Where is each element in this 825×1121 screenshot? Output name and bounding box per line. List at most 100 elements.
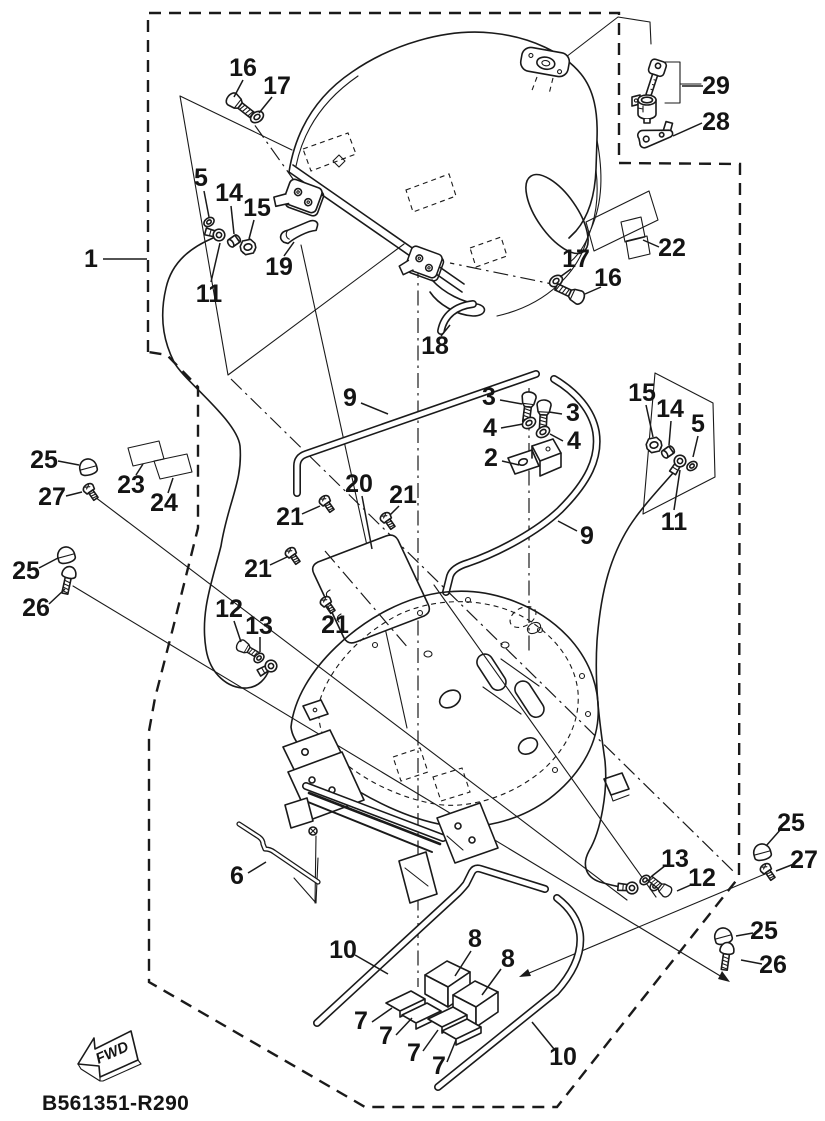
callout-leader-7 bbox=[395, 1017, 413, 1036]
callout-21: 21 bbox=[276, 503, 304, 531]
callout-13: 13 bbox=[661, 845, 689, 873]
callout-8: 8 bbox=[468, 925, 482, 953]
diagram-boundary bbox=[146, 11, 742, 1109]
trim-strip-6 bbox=[236, 821, 321, 885]
callout-12: 12 bbox=[688, 864, 716, 892]
screw-21 bbox=[316, 492, 338, 515]
callout-11: 11 bbox=[196, 280, 223, 308]
callout-leader-19 bbox=[283, 241, 295, 257]
callout-29: 29 bbox=[702, 72, 730, 100]
callout-leader-26 bbox=[48, 588, 66, 605]
callout-10: 10 bbox=[549, 1043, 577, 1071]
callout-22: 22 bbox=[658, 234, 686, 262]
callout-leader-4 bbox=[500, 423, 524, 429]
washer-5 bbox=[684, 458, 700, 474]
screw-27 bbox=[757, 860, 779, 883]
callout-24: 24 bbox=[150, 489, 178, 517]
callout-leader-14 bbox=[668, 420, 672, 446]
lock-cylinder-29 bbox=[631, 94, 657, 124]
trim-10-right bbox=[434, 894, 585, 1091]
carrier-pipe-9-right bbox=[442, 375, 601, 596]
callout-10: 10 bbox=[329, 936, 357, 964]
sticker-22 bbox=[625, 235, 651, 260]
bracket-2-assembly bbox=[507, 390, 562, 477]
callout-25: 25 bbox=[12, 557, 40, 585]
callout-leader-21 bbox=[389, 505, 400, 516]
callout-14: 14 bbox=[656, 395, 684, 423]
seat-carrier-bracket bbox=[282, 729, 499, 904]
callout-leader-15 bbox=[248, 219, 255, 240]
seat-hook-19 bbox=[279, 219, 319, 245]
callout-leader-7 bbox=[422, 1029, 439, 1052]
construction-lines bbox=[72, 16, 766, 987]
callout-4: 4 bbox=[483, 414, 497, 442]
bolt-26 bbox=[57, 564, 79, 596]
trim-10-left bbox=[313, 864, 549, 1027]
tank-lock-plate bbox=[519, 46, 571, 78]
callout-leader-7 bbox=[371, 1007, 393, 1023]
callout-leader-9 bbox=[557, 520, 578, 532]
key-29 bbox=[645, 58, 668, 99]
callout-leader-20 bbox=[361, 495, 373, 550]
callout-leader-22 bbox=[642, 239, 660, 248]
lock-cable-11-left bbox=[161, 224, 280, 689]
callout-5: 5 bbox=[691, 410, 705, 438]
callout-3: 3 bbox=[566, 399, 580, 427]
callout-21: 21 bbox=[389, 481, 417, 509]
callout-3: 3 bbox=[482, 383, 496, 411]
callout-21: 21 bbox=[321, 611, 349, 639]
fwd-arrow: FWD bbox=[77, 1030, 142, 1082]
tank-decal-outline bbox=[469, 236, 508, 268]
callout-8: 8 bbox=[501, 945, 515, 973]
collar-14 bbox=[659, 444, 677, 460]
callout-leader-18 bbox=[440, 324, 451, 337]
bolt-26 bbox=[716, 940, 736, 972]
callout-leader-12 bbox=[676, 883, 694, 892]
cap-25 bbox=[54, 544, 78, 566]
callout-12: 12 bbox=[215, 595, 243, 623]
callout-5: 5 bbox=[194, 164, 208, 192]
callout-leader-8 bbox=[454, 950, 472, 977]
callout-26: 26 bbox=[22, 594, 50, 622]
callout-leader-8 bbox=[481, 968, 502, 996]
damper-blocks-8 bbox=[424, 960, 499, 1028]
callout-leader-11 bbox=[673, 469, 681, 511]
callout-leader-21 bbox=[301, 505, 321, 515]
callout-25: 25 bbox=[750, 917, 778, 945]
callout-15: 15 bbox=[243, 194, 271, 222]
nut-15 bbox=[238, 237, 258, 257]
lock-cable-11-right bbox=[584, 452, 689, 896]
callout-leader-5 bbox=[692, 435, 699, 458]
callout-20: 20 bbox=[345, 470, 373, 498]
washer-5 bbox=[201, 214, 217, 230]
callout-leader-17 bbox=[258, 96, 273, 114]
callout-leader-25 bbox=[57, 460, 80, 466]
callout-leader-28 bbox=[672, 122, 703, 137]
callout-leader-27 bbox=[65, 491, 83, 497]
stickers bbox=[127, 216, 651, 480]
callout-28: 28 bbox=[702, 108, 730, 136]
sticker-24 bbox=[153, 453, 193, 480]
callout-leader-9 bbox=[360, 402, 389, 415]
callout-25: 25 bbox=[30, 446, 58, 474]
tank-decal-outline bbox=[405, 173, 457, 213]
callout-leader-15 bbox=[645, 404, 654, 438]
callout-leader-13 bbox=[651, 864, 667, 877]
callout-23: 23 bbox=[117, 471, 145, 499]
tank-bracket-front bbox=[273, 178, 325, 217]
cap-25 bbox=[750, 841, 774, 863]
callout-9: 9 bbox=[580, 522, 594, 550]
fuel-tank-cover bbox=[273, 31, 602, 335]
callout-leader-2 bbox=[501, 460, 520, 466]
callout-7: 7 bbox=[354, 1007, 368, 1035]
bracket-28 bbox=[637, 120, 674, 149]
cable-ring-terminal bbox=[666, 452, 689, 477]
callout-leader-10 bbox=[531, 1021, 555, 1050]
screw-21 bbox=[377, 509, 399, 532]
cable-ring-terminal bbox=[616, 880, 640, 896]
washer-4 bbox=[533, 423, 553, 441]
callout-19: 19 bbox=[265, 253, 293, 281]
callout-14: 14 bbox=[215, 179, 243, 207]
callout-leader-25 bbox=[735, 932, 754, 937]
